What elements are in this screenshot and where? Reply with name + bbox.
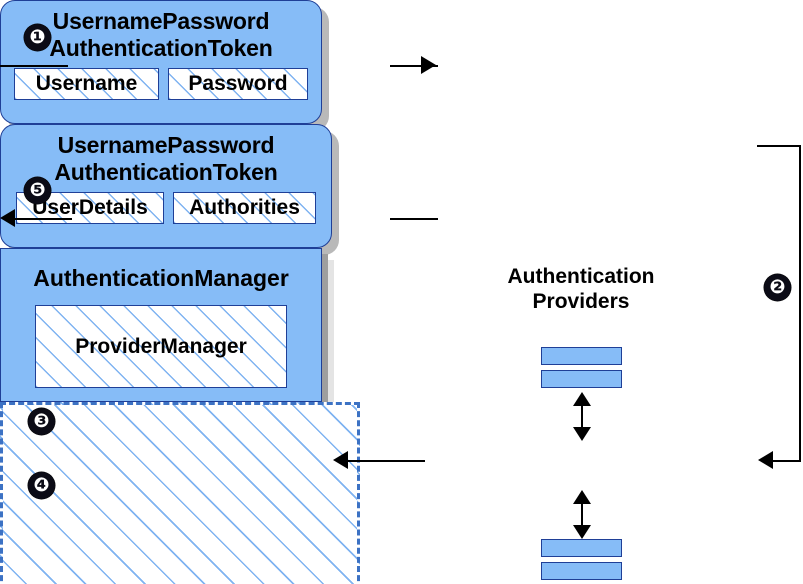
response-token-title-line2: AuthenticationToken [54,159,278,185]
provider-placeholder-bottom-1 [541,539,622,557]
connector-response-out [14,218,72,220]
authentication-providers-caption-line1: Authentication [507,265,655,288]
authentication-providers-caption: Authentication Providers [466,264,696,314]
arrowhead-provider-bottom-up [573,490,591,504]
connector-to-dao-provider [770,460,801,462]
request-token-slot-password: Password [168,68,308,100]
request-token-slot-username: Username [14,68,159,100]
request-token-title-line2: AuthenticationToken [49,35,273,61]
request-token-title-line1: UsernamePassword [52,8,270,34]
authentication-manager-title: AuthenticationManager [33,265,289,291]
connector-request-in [0,65,68,67]
connector-provider-stack-bottom [581,495,583,531]
step-badge-2: ❷ [764,274,791,301]
response-token-title: UsernamePassword AuthenticationToken [1,125,331,186]
arrowhead-dao-to-services [333,451,348,469]
arrowhead-provider-top-up [573,392,591,406]
request-token-title: UsernamePassword AuthenticationToken [1,1,321,62]
arrowhead-response-out [0,209,15,227]
response-token-title-line1: UsernamePassword [57,132,275,158]
connector-manager-down [799,145,801,461]
request-token-slots: Username Password [1,62,321,100]
connector-manager-to-response [390,218,438,220]
provider-manager-box: ProviderManager [35,305,287,388]
step-badge-4: ❹ [28,472,55,499]
authentication-providers-caption-line2: Providers [532,290,630,313]
arrowhead-provider-bottom-down [573,525,591,539]
arrowhead-token-to-manager [421,56,436,74]
step-badge-1: ❶ [24,24,51,51]
connector-manager-right [757,145,801,147]
step-badge-5: ❺ [24,177,51,204]
authentication-manager-box: AuthenticationManager ProviderManager [0,248,322,402]
connector-provider-stack-top [581,397,583,433]
step-badge-3: ❸ [28,408,55,435]
request-token-card: UsernamePassword AuthenticationToken Use… [0,0,322,124]
provider-placeholder-top-2 [541,370,622,388]
arrowhead-provider-top-down [573,427,591,441]
connector-token-to-manager [390,65,438,67]
provider-placeholder-top-1 [541,347,622,365]
connector-dao-to-services [345,460,425,462]
arrowhead-to-dao-provider [758,451,773,469]
response-token-slot-authorities: Authorities [173,192,316,224]
authentication-providers-container [0,402,360,584]
provider-placeholder-bottom-2 [541,562,622,580]
